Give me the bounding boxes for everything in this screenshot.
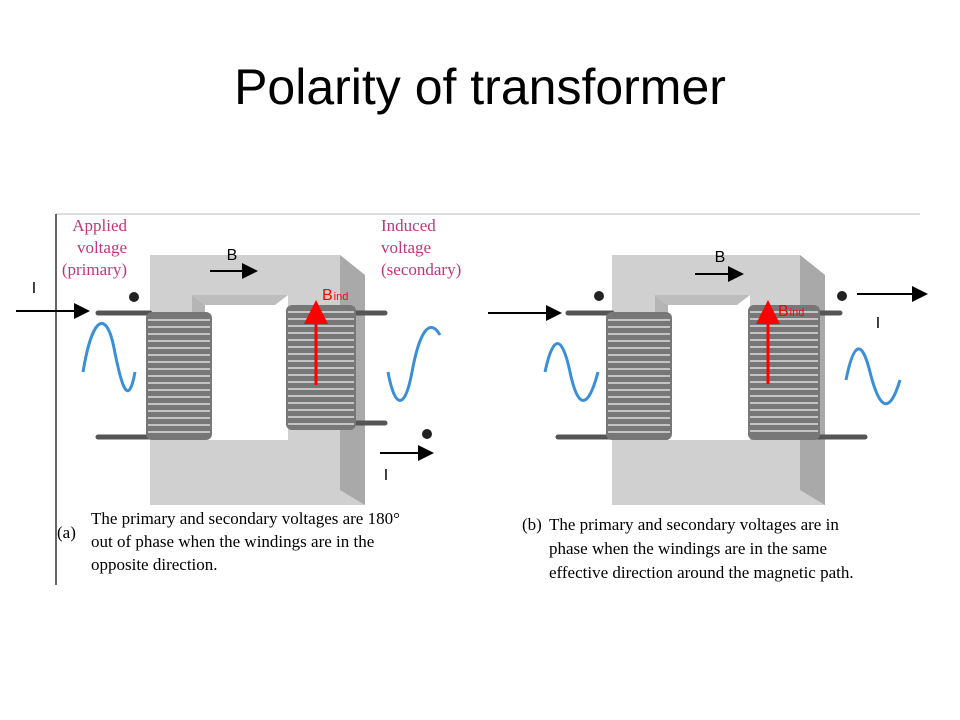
panel-a-caption-line2: out of phase when the windings are in th… <box>91 532 374 551</box>
panel-a-primary-polarity-dot <box>129 292 139 302</box>
panel-b-secondary-coil <box>748 305 820 440</box>
panel-a-caption-line1: The primary and secondary voltages are 1… <box>91 509 400 528</box>
panel-a-applied-line3: (primary) <box>62 260 127 279</box>
panel-a-induced-flux-label: Bind <box>322 287 348 304</box>
panel-b-induced-flux-label: Bind <box>778 303 804 320</box>
panel-a-primary-sine-wave <box>81 321 137 393</box>
panel-b-secondary-polarity-dot <box>837 291 847 301</box>
panel-b-primary-sine-wave <box>543 342 600 402</box>
panel-a-primary-current-label: I <box>32 280 36 297</box>
panel-b-current-label: I <box>876 315 880 332</box>
panel-b-caption-line1: The primary and secondary voltages are i… <box>549 515 839 534</box>
panel-a-induced-line3: (secondary) <box>381 260 461 279</box>
panel-b-primary-coil <box>606 312 672 440</box>
panel-b-caption-label: (b) <box>522 515 542 534</box>
slide-title: Polarity of transformer <box>234 59 726 115</box>
panel-b-caption-line2: phase when the windings are in the same <box>549 539 827 558</box>
panel-b-flux-label: B <box>715 249 726 266</box>
panel-a-induced-line1: Induced <box>381 216 436 235</box>
panel-b-caption-line3: effective direction around the magnetic … <box>549 563 854 582</box>
panel-a-caption-label: (a) <box>57 523 76 542</box>
panel-b-primary-polarity-dot <box>594 291 604 301</box>
panel-a-secondary-polarity-dot <box>422 429 432 439</box>
panel-b-transformer <box>543 255 902 505</box>
panel-b-secondary-sine-wave <box>844 347 902 406</box>
panel-a-flux-label: B <box>227 247 238 264</box>
panel-a-induced-line2: voltage <box>381 238 431 257</box>
panel-a-applied-line2: voltage <box>77 238 127 257</box>
panel-a-primary-coil <box>146 312 212 440</box>
panel-b-core-window <box>655 295 750 440</box>
panel-a-secondary-sine-wave <box>386 325 442 402</box>
panel-a-secondary-current-label: I <box>384 467 388 484</box>
panel-a-caption-line3: opposite direction. <box>91 555 218 574</box>
panel-a-core-window <box>192 295 288 440</box>
panel-a-secondary-coil <box>286 305 356 430</box>
panel-a-applied-line1: Applied <box>72 216 127 235</box>
panel-a-transformer <box>81 255 442 505</box>
